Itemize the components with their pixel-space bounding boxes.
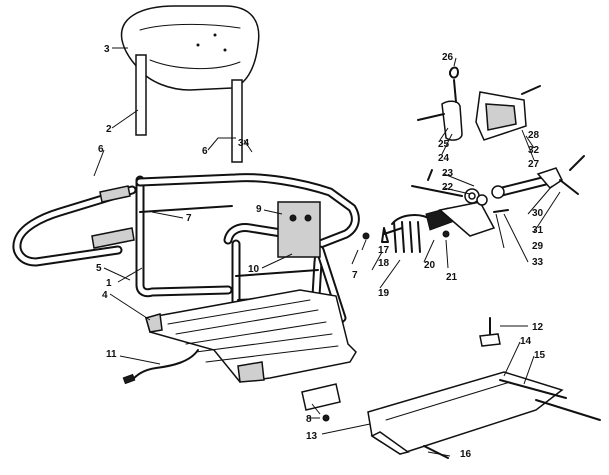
callout-14: 14 — [520, 336, 532, 347]
callout-17: 17 — [378, 245, 390, 256]
callout-6b: 6 — [202, 146, 208, 157]
callout-15: 15 — [534, 350, 546, 361]
tail-light — [417, 66, 541, 141]
callout-24: 24 — [438, 153, 450, 164]
callout-28: 28 — [528, 130, 540, 141]
runner-plate — [367, 371, 601, 455]
small-hardware — [301, 317, 501, 459]
wire-harness — [122, 349, 199, 385]
callout-1: 1 — [106, 278, 112, 289]
callout-7a: 7 — [186, 213, 192, 224]
callout-4: 4 — [102, 290, 108, 301]
callout-34: 34 — [238, 138, 250, 149]
callout-23: 23 — [442, 168, 454, 179]
callout-29: 29 — [532, 241, 544, 252]
callout-19: 19 — [378, 288, 390, 299]
callout-32: 32 — [528, 145, 540, 156]
callout-18: 18 — [378, 258, 390, 269]
callout-labels: 1 2 3 4 5 6 6 7 7 8 9 10 11 12 13 14 15 … — [96, 44, 546, 460]
callout-5: 5 — [96, 263, 102, 274]
callout-20: 20 — [424, 260, 436, 271]
callout-7b: 7 — [352, 270, 358, 281]
callout-8: 8 — [306, 414, 312, 425]
leader-lines — [93, 47, 561, 457]
callout-11: 11 — [106, 349, 117, 360]
callout-21: 21 — [446, 272, 458, 283]
callout-22: 22 — [442, 182, 454, 193]
callout-33: 33 — [532, 257, 544, 268]
callout-2: 2 — [106, 124, 112, 135]
callout-16: 16 — [460, 449, 472, 460]
callout-6a: 6 — [98, 144, 104, 155]
hinge-hardware — [491, 155, 585, 213]
callout-13: 13 — [306, 431, 318, 442]
seat-base-pan — [145, 289, 357, 383]
callout-25: 25 — [438, 139, 450, 150]
callout-26: 26 — [442, 52, 454, 63]
callout-12: 12 — [532, 322, 544, 333]
callout-30: 30 — [532, 208, 544, 219]
callout-27: 27 — [528, 159, 540, 170]
callout-3: 3 — [104, 44, 110, 55]
backrest-posts — [135, 54, 243, 163]
callout-31: 31 — [532, 225, 544, 236]
callout-10: 10 — [248, 264, 260, 275]
side-hand-rail — [12, 185, 137, 267]
latch-assembly — [362, 201, 496, 253]
callout-9: 9 — [256, 204, 262, 215]
pivot-pins — [411, 169, 488, 206]
